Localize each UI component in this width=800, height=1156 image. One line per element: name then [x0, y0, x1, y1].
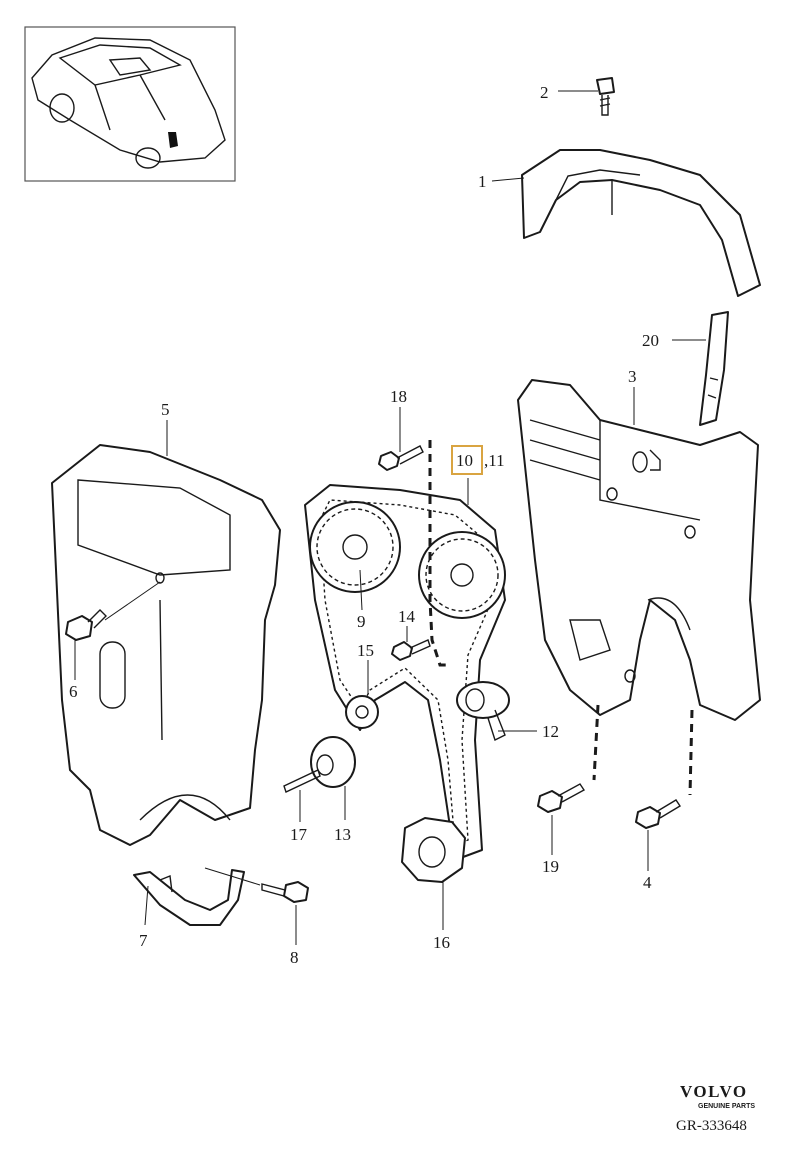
callout-13: 13	[334, 825, 351, 844]
part-13-roller	[310, 736, 356, 788]
callout-15: 15	[357, 641, 374, 660]
leader-lines	[74, 90, 706, 945]
callout-10: 10	[456, 451, 473, 470]
callout-11: ,11	[484, 451, 505, 470]
part-8-bolt	[204, 867, 309, 903]
part-4-bolt	[635, 799, 681, 829]
part-2-bolt	[596, 77, 615, 116]
part-17-bolt	[283, 769, 321, 793]
callout-4: 4	[643, 873, 652, 892]
alignment-line	[592, 704, 600, 781]
part-5-front-cover	[51, 444, 281, 846]
part-1-upper-cover	[521, 149, 761, 297]
callout-14: 14	[398, 607, 416, 626]
part-15-idler-pulley	[345, 695, 379, 729]
part-6-bolt	[65, 609, 107, 641]
part-19-bolt	[537, 783, 586, 813]
callout-1: 1	[478, 172, 487, 191]
callout-20: 20	[642, 331, 659, 350]
callout-7: 7	[139, 931, 148, 950]
callout-2: 2	[540, 83, 549, 102]
callout-8: 8	[290, 948, 299, 967]
callout-19: 19	[542, 857, 559, 876]
callout-18: 18	[390, 387, 407, 406]
drawing-reference: GR-333648	[676, 1118, 747, 1134]
callout-17: 17	[290, 825, 308, 844]
alignment-line	[428, 440, 448, 667]
part-9-cam-gears	[309, 501, 506, 619]
callout-6: 6	[69, 682, 78, 701]
callout-3: 3	[628, 367, 637, 386]
callout-10-highlight-box	[451, 445, 483, 475]
part-3-rear-cover	[517, 379, 761, 721]
callout-labels: 2 1 20 3 5 18 10 ,11 14 9 15 6 12 17 13 …	[69, 83, 659, 967]
part-14-bolt	[391, 639, 431, 661]
part-20-bracket	[699, 311, 729, 426]
part-16-crank-pulley	[401, 817, 466, 883]
callout-9: 9	[357, 612, 366, 631]
callout-16: 16	[433, 933, 450, 952]
part-18-bolt	[378, 445, 424, 471]
vehicle-locator-inset	[24, 26, 236, 182]
brand-name: VOLVO	[680, 1082, 748, 1101]
car-outline-icon	[31, 37, 226, 169]
callout-12: 12	[542, 722, 559, 741]
brand-block: VOLVO GENUINE PARTS GR-333648	[676, 1082, 755, 1134]
part-7-lower-cover	[133, 869, 245, 926]
brand-tagline: GENUINE PARTS	[698, 1103, 755, 1110]
alignment-line	[688, 709, 694, 796]
callout-5: 5	[161, 400, 170, 419]
part-12-tensioner	[456, 681, 510, 741]
